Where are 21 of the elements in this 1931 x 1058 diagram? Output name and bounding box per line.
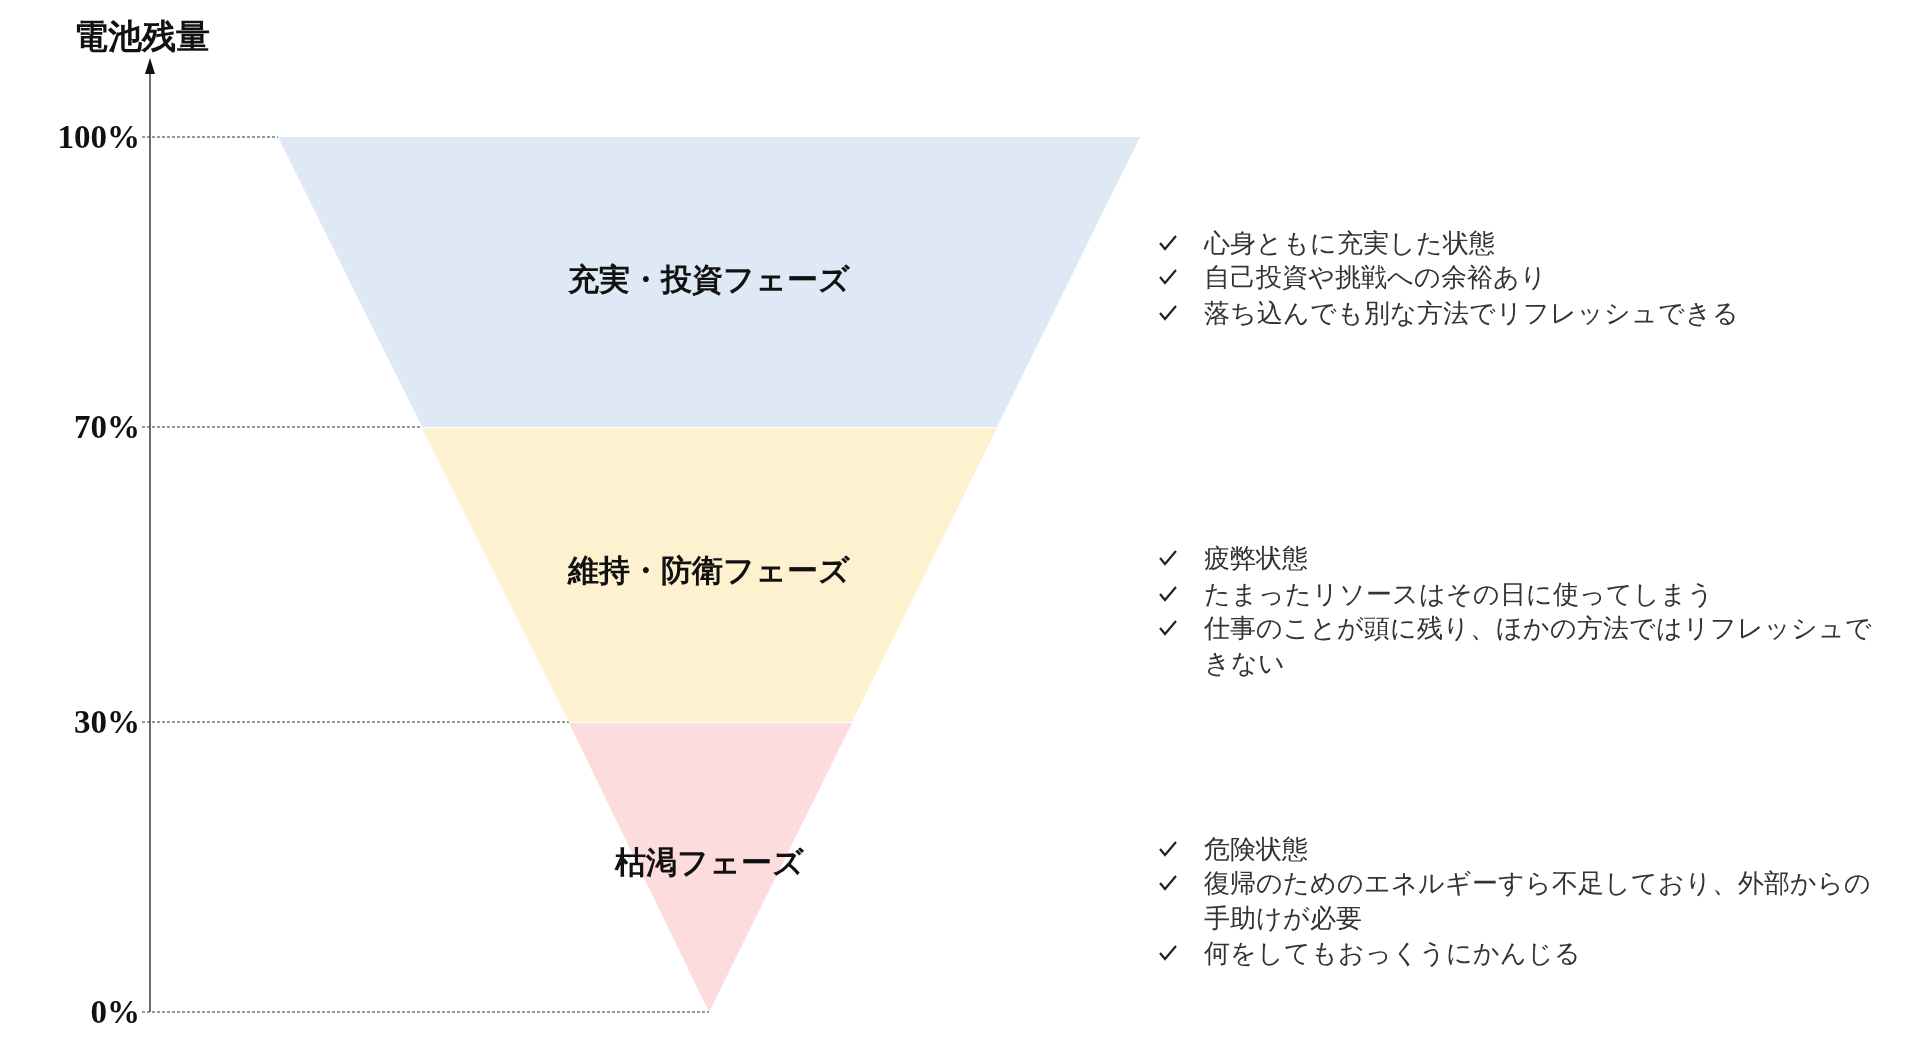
guide-line: [141, 426, 423, 428]
bullet-text: たまったリソースはその日に使ってしまう: [1204, 578, 1715, 611]
guide-line: [141, 136, 279, 138]
guide-line: [141, 1011, 710, 1013]
phase-label: 維持・防衛フェーズ: [568, 551, 850, 590]
bullet-text: 疲弊状態: [1204, 542, 1309, 575]
tick-label: 100%: [57, 119, 140, 155]
bullet-text: 復帰のためのエネルギーすら不足しており、外部からの手助けが必要: [1204, 867, 1872, 935]
bullet-text: 危険状態: [1204, 833, 1309, 866]
phase-label: 充実・投資フェーズ: [568, 260, 850, 299]
tick-label: 30%: [74, 704, 140, 740]
phase-label: 枯渇フェーズ: [614, 843, 804, 882]
bullet-text: 心身ともに充実した状態: [1204, 227, 1496, 260]
bullet-text: 自己投資や挑戦への余裕あり: [1204, 261, 1548, 294]
bullet-text: 仕事のことが頭に残り、ほかの方法ではリフレッシュできない: [1204, 612, 1873, 680]
tick-label: 70%: [74, 409, 140, 445]
bullet-text: 何をしてもおっくうにかんじる: [1204, 937, 1582, 970]
guide-line: [141, 721, 570, 723]
bullet-text: 落ち込んでも別な方法でリフレッシュできる: [1204, 297, 1740, 330]
tick-label: 0%: [90, 994, 140, 1030]
axis-title: 電池残量: [74, 15, 210, 58]
